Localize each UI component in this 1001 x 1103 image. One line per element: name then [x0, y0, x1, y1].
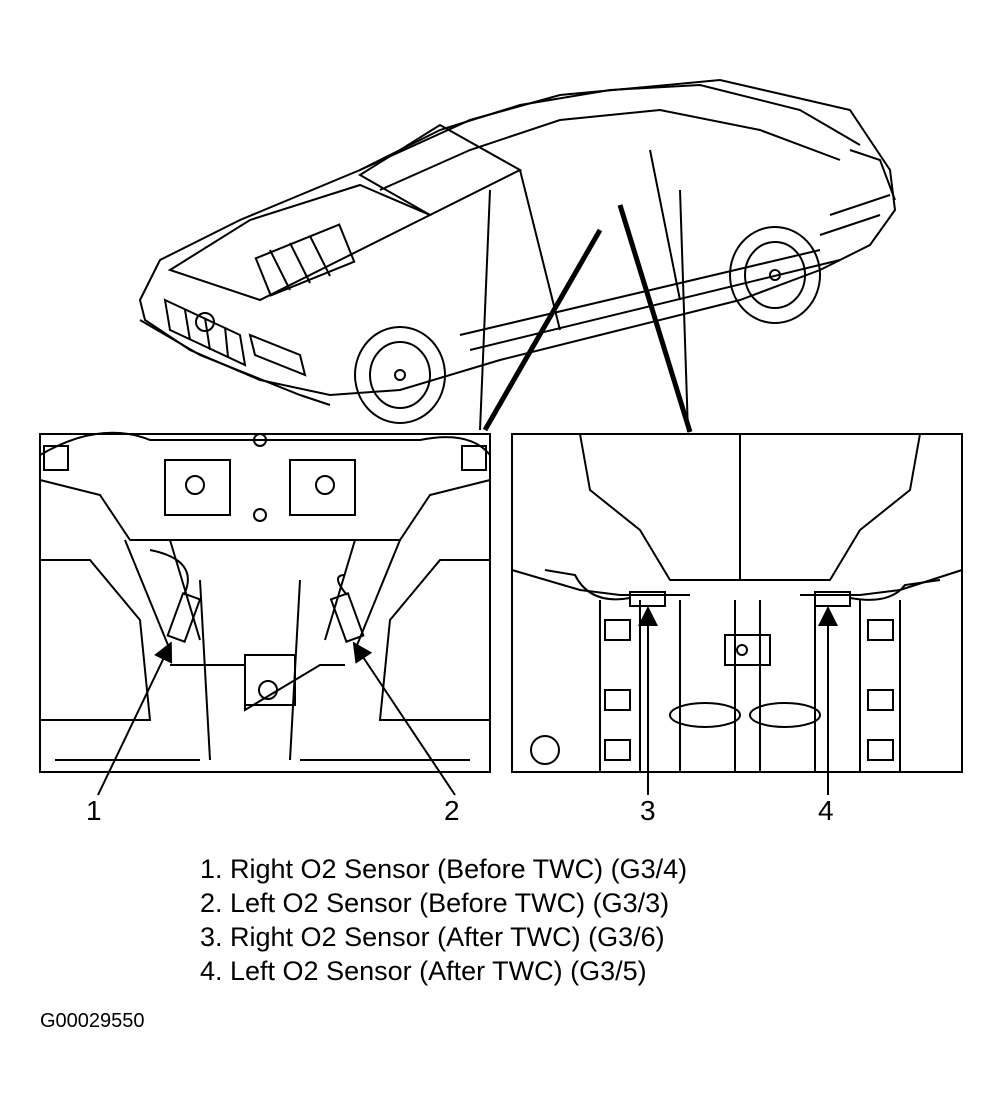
callout-arrows — [97, 606, 838, 796]
car-illustration — [138, 78, 897, 424]
figure-id: G00029550 — [40, 1010, 145, 1032]
legend-item-1: 1. Right O2 Sensor (Before TWC) (G3/4) — [200, 854, 688, 884]
callout-number-1: 1 — [86, 795, 102, 826]
callout-number-2: 2 — [444, 795, 460, 826]
callout-number-4: 4 — [818, 795, 834, 826]
callout-arrow-2 — [352, 641, 456, 796]
legend-item-2: 2. Left O2 Sensor (Before TWC) (G3/3) — [200, 888, 670, 918]
legend: 1. Right O2 Sensor (Before TWC) (G3/4) 2… — [200, 852, 687, 988]
rear-sensor-detail-box — [511, 433, 963, 773]
legend-item-3: 3. Right O2 Sensor (After TWC) (G3/6) — [200, 922, 665, 952]
callout-arrow-1 — [97, 641, 173, 796]
front-sensor-detail-box — [39, 431, 491, 773]
legend-item-4: 4. Left O2 Sensor (After TWC) (G3/5) — [200, 956, 647, 986]
callout-number-3: 3 — [640, 795, 656, 826]
leader-lines — [479, 189, 693, 433]
